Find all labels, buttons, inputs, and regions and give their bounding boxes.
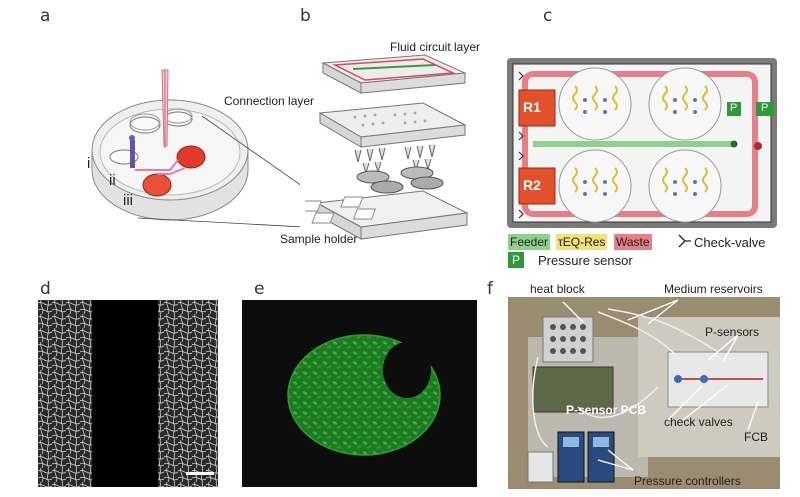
panel-label-c: c — [543, 6, 553, 26]
reservoir-r2 — [518, 167, 556, 205]
fcb-label: FCB — [744, 430, 768, 444]
pressure-sensor-right-label: P — [761, 102, 769, 114]
fluid-circuit-layer-label: Fluid circuit layer — [390, 40, 481, 54]
connection-layer-drawing — [318, 102, 467, 148]
microscopy-image-e — [242, 300, 477, 487]
reservoir-r2-label: R2 — [523, 177, 541, 193]
marker-i: i — [87, 155, 91, 172]
legend-check-valve: Check-valve — [694, 235, 766, 250]
reservoir-r1 — [518, 89, 556, 127]
legend-pressure-sensor: Pressure sensor — [538, 253, 633, 268]
legend-pressure-box: P — [508, 252, 524, 268]
tissue-inserts-drawing — [356, 166, 444, 194]
p-sensors-label: P-sensors — [705, 325, 760, 339]
fluid-circuit-schematic — [507, 58, 777, 228]
heat-block-label: heat block — [530, 282, 585, 296]
sample-holder-label: Sample holder — [280, 232, 358, 246]
check-valve-icon — [678, 234, 691, 248]
sample-holder-drawing — [305, 190, 469, 240]
legend-teq-res: τEQ-Res — [556, 234, 608, 250]
scale-bar — [186, 472, 214, 475]
p-sensor-pcb-label: P-sensor PCB — [566, 403, 647, 417]
pressure-sensor-right — [756, 102, 774, 116]
marker-ii: ii — [109, 172, 116, 189]
legend-feeder: Feeder — [508, 234, 551, 250]
pressure-sensor-left-label: P — [730, 102, 738, 114]
reservoir-r1-label: R1 — [523, 99, 541, 115]
check-valves-label: check valves — [664, 415, 733, 429]
exploded-layer-diagram — [305, 54, 469, 240]
connection-layer-label: Connection layer — [224, 94, 315, 108]
fluid-circuit-layer-drawing — [321, 54, 467, 94]
panel-label-d: d — [40, 279, 51, 299]
panel-label-e: e — [254, 279, 265, 299]
panel-label-f: f — [487, 279, 493, 299]
legend-waste: Waste — [614, 234, 652, 250]
medium-reservoirs-label: Medium reservoirs — [664, 282, 763, 296]
marker-iii: iii — [123, 192, 133, 209]
panel-label-a: a — [40, 6, 51, 26]
setup-photo — [508, 297, 780, 489]
annotation-arrows — [562, 299, 759, 471]
pressure-sensor-left — [727, 102, 741, 116]
microscopy-image-d — [38, 300, 218, 487]
panel-label-b: b — [300, 6, 311, 26]
pcb-object — [532, 366, 614, 413]
pressure-controllers-label: Pressure controllers — [634, 474, 741, 488]
petri-dish-illustration — [91, 69, 300, 228]
